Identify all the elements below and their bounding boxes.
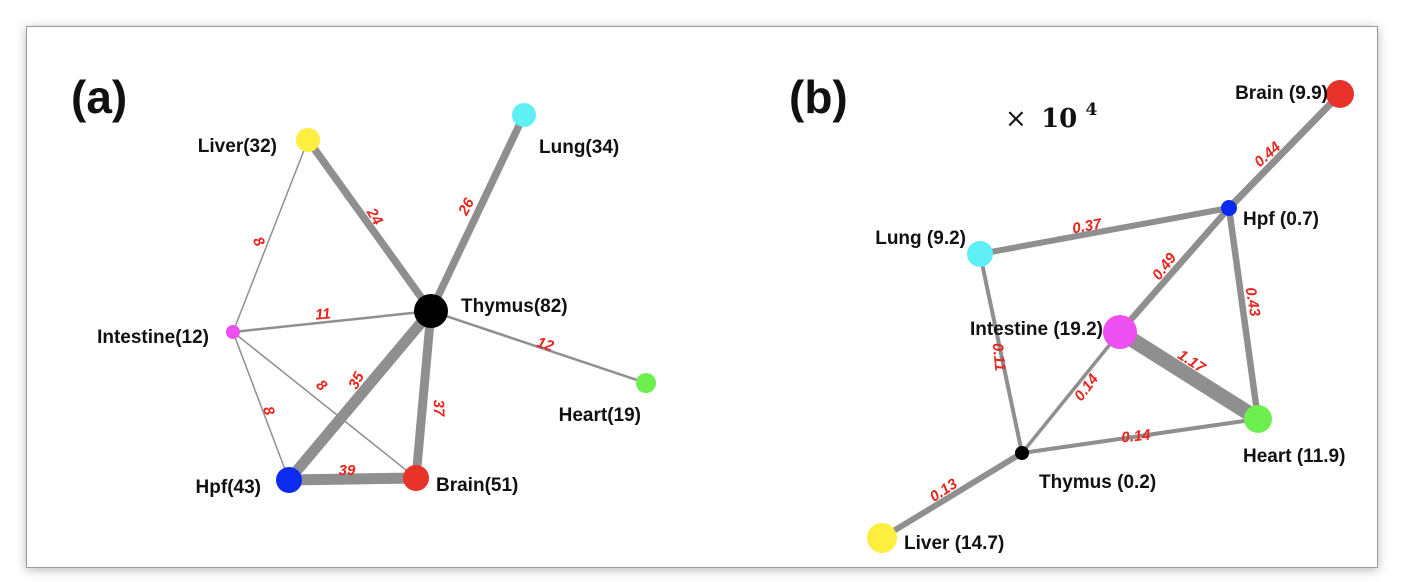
edge-label-a-lung-thymus: 26 <box>455 195 479 219</box>
edge-a-intestine-hpf <box>232 331 290 481</box>
edge-a-liver-intestine <box>232 139 309 333</box>
node-label-a-brain: Brain(51) <box>436 475 518 496</box>
edge-a-thymus-hpf <box>284 307 436 484</box>
node-a-heart <box>636 373 656 393</box>
edge-b-lung-hpf <box>979 205 1230 257</box>
edge-b-thymus-heart <box>1021 417 1259 455</box>
node-label-b-liver: Liver (14.7) <box>904 533 1004 554</box>
edge-label-b-lung-thymus: 0.11 <box>989 342 1009 372</box>
edge-label-a-hpf-brain: 39 <box>339 462 356 479</box>
node-a-lung <box>512 103 536 127</box>
node-label-b-heart: Heart (11.9) <box>1243 446 1345 467</box>
scale-base: 10 <box>1041 104 1077 134</box>
edge-a-hpf-brain <box>288 472 417 486</box>
edge-label-a-intestine-brain: 8 <box>313 377 331 396</box>
edge-label-a-thymus-brain: 37 <box>430 399 448 417</box>
node-b-intestine <box>1103 315 1137 349</box>
node-a-brain <box>403 465 429 491</box>
edge-b-thymus-intestine <box>1020 330 1122 455</box>
node-label-a-heart: Heart(19) <box>559 405 641 426</box>
node-label-a-liver: Liver(32) <box>198 136 277 157</box>
node-b-liver <box>867 523 897 553</box>
node-a-thymus <box>414 294 448 328</box>
edge-a-thymus-brain <box>411 310 436 479</box>
panel-b-label: (b) <box>789 71 848 123</box>
edge-b-liver-thymus <box>880 450 1024 541</box>
node-label-a-thymus: Thymus(82) <box>461 296 568 317</box>
edge-b-lung-thymus <box>978 253 1024 454</box>
node-label-b-thymus: Thymus (0.2) <box>1039 472 1156 493</box>
edge-a-lung-thymus <box>427 113 528 313</box>
edge-b-intestine-heart <box>1116 325 1262 426</box>
edge-a-intestine-thymus <box>232 309 432 334</box>
node-b-brain <box>1326 80 1354 108</box>
edge-label-b-brain-hpf: 0.44 <box>1251 138 1285 171</box>
edge-label-a-intestine-thymus: 11 <box>314 305 331 323</box>
node-a-liver <box>296 128 320 152</box>
node-label-a-hpf: Hpf(43) <box>196 477 261 498</box>
edge-label-b-lung-hpf: 0.37 <box>1071 215 1103 237</box>
edge-label-a-intestine-hpf: 8 <box>259 404 278 418</box>
edge-b-intestine-hpf <box>1117 205 1232 335</box>
edge-b-brain-hpf <box>1226 91 1343 211</box>
scale-prefix: × <box>1005 104 1027 134</box>
node-b-hpf <box>1221 200 1237 216</box>
edge-a-thymus-heart <box>430 309 647 385</box>
edge-b-hpf-heart <box>1225 207 1262 420</box>
node-b-lung <box>967 241 993 267</box>
edge-a-intestine-brain <box>232 331 417 479</box>
node-a-hpf <box>276 467 302 493</box>
node-label-b-hpf: Hpf (0.7) <box>1243 209 1319 230</box>
node-label-a-intestine: Intestine(12) <box>97 327 209 348</box>
edge-label-a-thymus-hpf: 35 <box>345 369 368 392</box>
edge-label-b-hpf-heart: 0.43 <box>1242 286 1264 318</box>
node-a-intestine <box>226 325 240 339</box>
scale-exponent: 4 <box>1086 100 1098 120</box>
node-label-a-lung: Lung(34) <box>539 137 619 158</box>
scale-factor: × 10 4 <box>1005 100 1098 134</box>
node-label-b-intestine: Intestine (19.2) <box>970 319 1103 340</box>
node-b-heart <box>1244 405 1272 433</box>
panel-a-label: (a) <box>71 71 127 123</box>
node-label-b-lung: Lung (9.2) <box>875 228 966 249</box>
edge-label-a-thymus-heart: 12 <box>535 334 557 356</box>
node-b-thymus <box>1015 446 1029 460</box>
node-label-b-brain: Brain (9.9) <box>1235 83 1328 104</box>
edge-label-b-thymus-intestine: 0.14 <box>1071 370 1103 404</box>
edge-label-b-thymus-heart: 0.14 <box>1121 426 1152 446</box>
edge-a-liver-thymus <box>304 137 435 314</box>
